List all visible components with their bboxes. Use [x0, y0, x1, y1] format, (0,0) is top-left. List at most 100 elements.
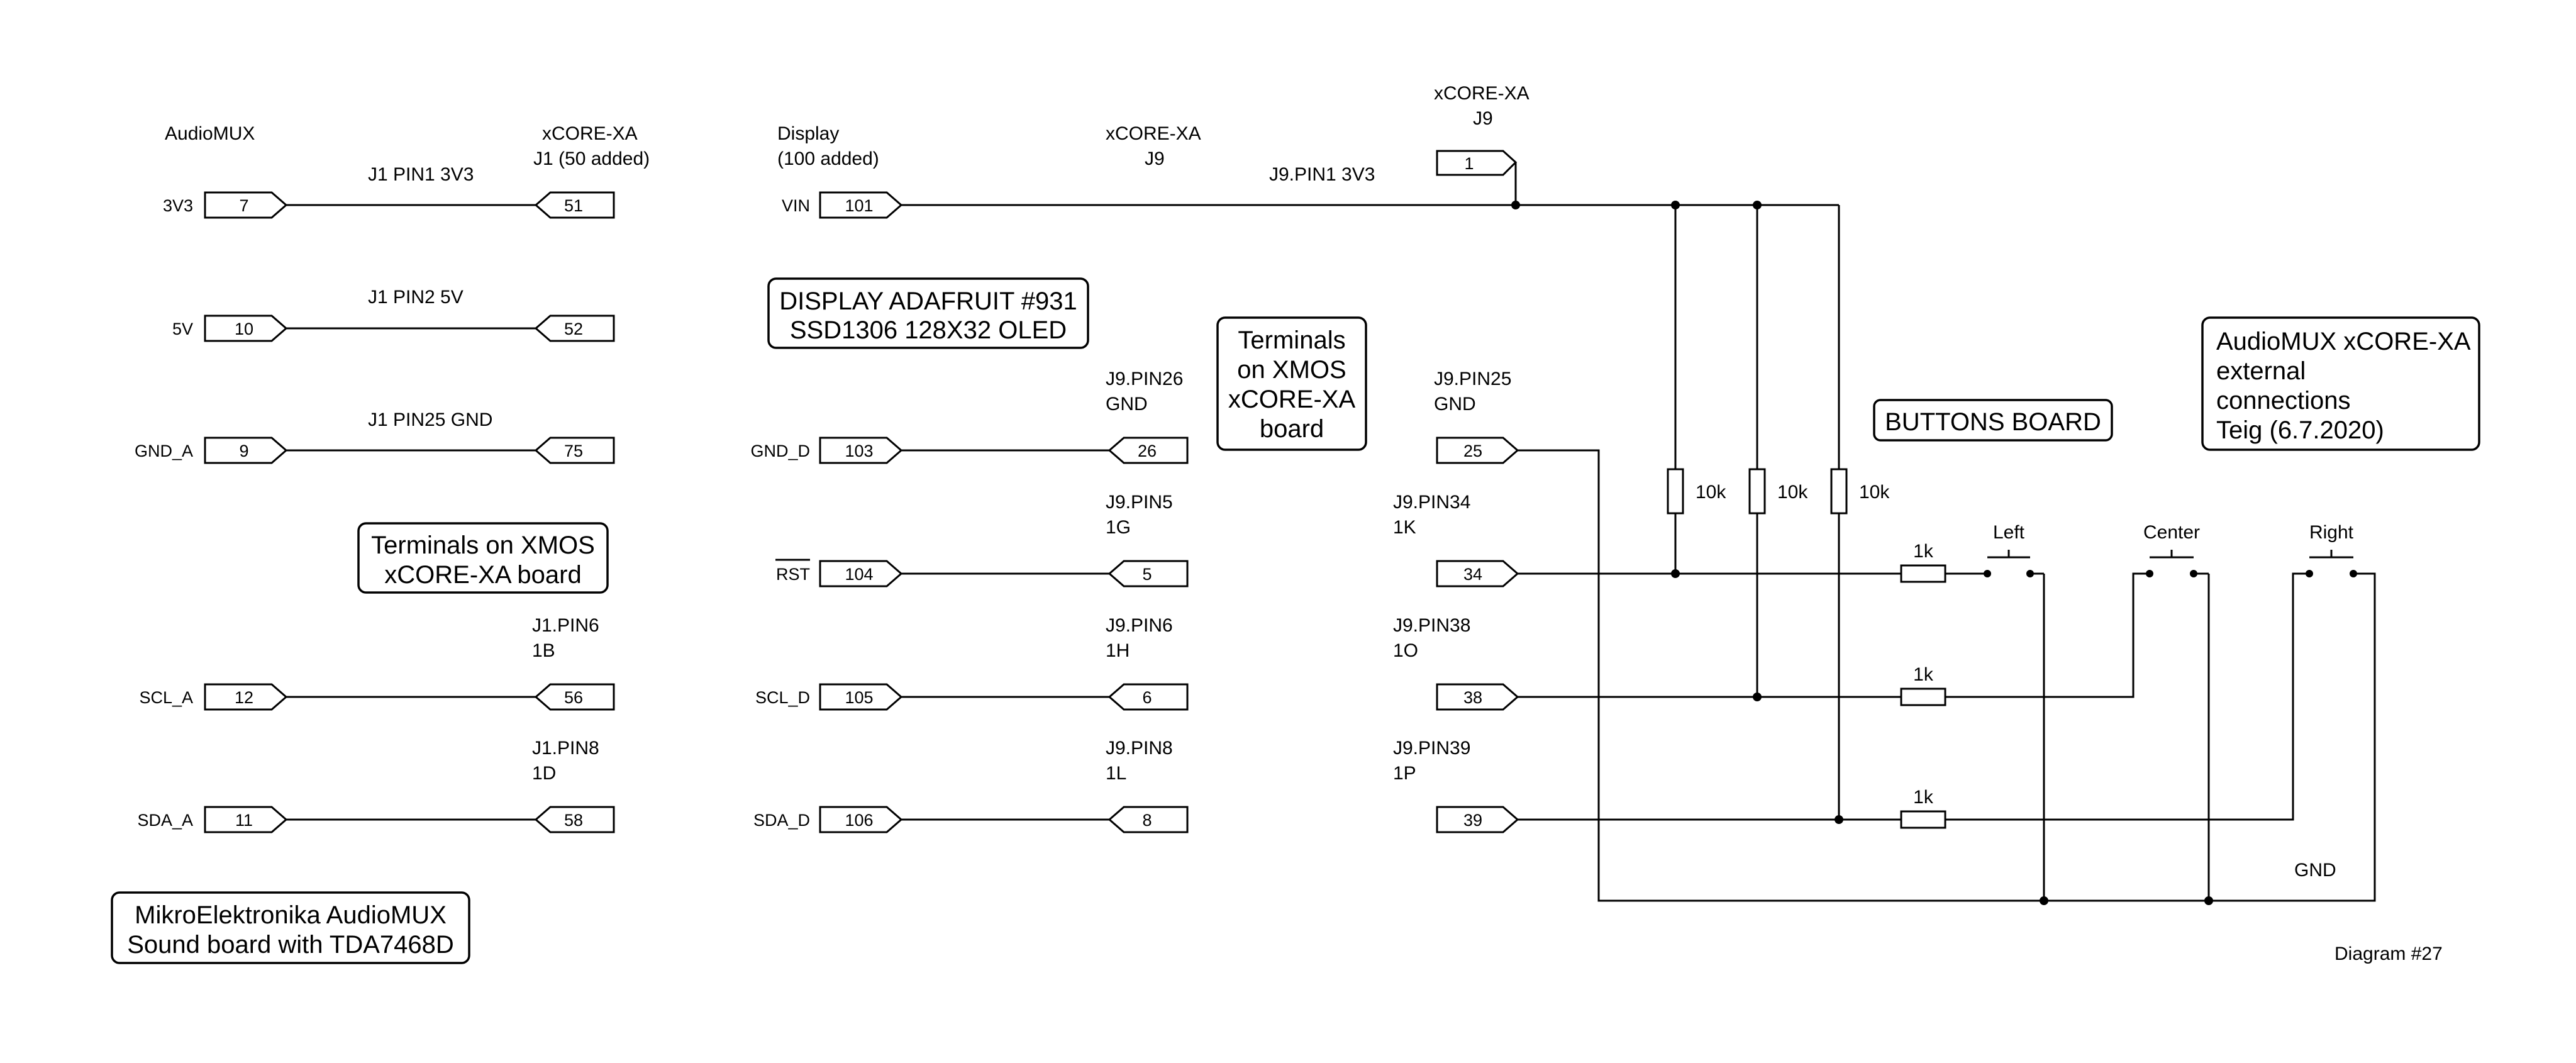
resistor-value: 10k: [1859, 482, 1890, 503]
note-frame: [767, 277, 1089, 349]
junction: [1753, 201, 1762, 209]
pin-number: 8: [1142, 811, 1152, 830]
pin-number: 39: [1463, 811, 1482, 830]
audiomux-row-3v3: 3V3 7 51 J1 PIN1 3V3: [163, 164, 615, 219]
contact: [1984, 570, 1991, 577]
connector: [1436, 683, 1519, 711]
note-frame: [2201, 316, 2480, 451]
wire-label: J9.PIN25: [1434, 369, 1511, 389]
note-line: AudioMUX xCORE-XA: [2216, 328, 2471, 355]
connector-left: [819, 806, 903, 833]
net-label: SDA_D: [753, 811, 810, 830]
audiomux-row-sda-a: SDA_A 11 58 J1.PIN8 1D: [137, 738, 615, 833]
junction: [1671, 569, 1680, 578]
pin-number: 58: [564, 811, 583, 830]
j9-pin-1: 1: [1436, 150, 1518, 205]
pin-number: 26: [1138, 442, 1157, 460]
pin-number: 10: [235, 320, 253, 338]
wire-label: J9.PIN26: [1106, 369, 1183, 389]
connector: [1436, 437, 1519, 464]
net-label: VIN: [782, 196, 810, 215]
gnd-label: GND: [2294, 860, 2336, 881]
note-frame: [1216, 316, 1367, 451]
pin-number: 5: [1142, 565, 1152, 584]
connector: [1436, 150, 1518, 176]
wire-label: J1 PIN1 3V3: [368, 164, 474, 185]
pin-number: 56: [564, 688, 583, 707]
display-subheader: (100 added): [777, 148, 879, 169]
button-label: Left: [1993, 522, 2025, 543]
resistor-body: [1900, 564, 1946, 583]
pin-number: 75: [564, 442, 583, 460]
junction: [1753, 693, 1762, 701]
net-label: SCL_A: [139, 688, 193, 707]
wire-label: J9.PIN5: [1106, 492, 1173, 513]
xcore-j9-header: xCORE-XA: [1106, 123, 1201, 144]
note-line: SSD1306 128X32 OLED: [790, 316, 1067, 344]
note-terminals-left: Terminals on XMOS xCORE-XA board: [357, 522, 609, 594]
note-buttons-board: BUTTONS BOARD: [1873, 399, 2113, 442]
connector-right: [1108, 437, 1189, 464]
display-row-gnd-d: GND_D 103 26 J9.PIN26 GND: [750, 369, 1189, 464]
junction: [1511, 201, 1520, 209]
j9-pin-25: 25 J9.PIN25 GND: [1434, 369, 1519, 464]
wire-label: J9.PIN8: [1106, 738, 1173, 759]
connector-right: [534, 191, 615, 219]
junction: [2040, 896, 2048, 905]
series-resistor-center: 1k: [1900, 664, 1946, 706]
wire-label: J1.PIN6: [532, 615, 599, 636]
net-label: 5V: [172, 320, 193, 338]
button-label: Right: [2309, 522, 2354, 543]
note-line: external: [2216, 357, 2306, 385]
note-line: xCORE-XA: [1228, 386, 1356, 413]
resistor-body: [1900, 687, 1946, 706]
resistor-body: [1667, 468, 1684, 515]
wire-label-sub: 1O: [1393, 640, 1418, 661]
pin-number: 52: [564, 320, 583, 338]
resistor-value: 1k: [1913, 787, 1934, 808]
wire-label-sub: 1K: [1393, 517, 1416, 538]
net-label: GND_A: [135, 442, 193, 460]
pin-number: 34: [1463, 565, 1482, 584]
connector-right: [534, 683, 615, 711]
connector-left: [204, 437, 288, 464]
wire-label: J9.PIN34: [1393, 492, 1470, 513]
j9-pin-39: 39 J9.PIN39 1P: [1393, 738, 1519, 833]
resistor-body: [1900, 810, 1946, 829]
pin-number: 1: [1464, 154, 1474, 173]
resistor-value: 1k: [1913, 541, 1934, 562]
pin-number: 25: [1463, 442, 1482, 460]
note-line: Terminals on XMOS: [371, 532, 595, 559]
net-label: GND_D: [750, 442, 810, 460]
j9-pin-34: 34 J9.PIN34 1K: [1393, 492, 1519, 587]
resistor-value: 1k: [1913, 664, 1934, 685]
note-frame: [357, 522, 609, 594]
pin-number: 7: [239, 196, 248, 215]
connector-left: [204, 191, 288, 219]
wire-label-sub: 1B: [532, 640, 555, 661]
wire-label-sub: 1P: [1393, 763, 1416, 784]
pin-number: 38: [1463, 688, 1482, 707]
connector-left: [819, 683, 903, 711]
resistor-value: 10k: [1696, 482, 1726, 503]
display-header: Display: [777, 123, 839, 144]
pin-number: 101: [845, 196, 873, 215]
connector-left: [819, 437, 903, 464]
wire-label: J9.PIN39: [1393, 738, 1470, 759]
connector-right: [1108, 683, 1189, 711]
wire-to-right-button: [1945, 572, 2309, 821]
note-terminals-right: Terminals on XMOS xCORE-XA board: [1216, 316, 1367, 451]
note-frame: [111, 891, 470, 964]
pin-number: 103: [845, 442, 873, 460]
wire-label: J1 PIN2 5V: [368, 287, 464, 308]
pullup-resistor-2: 10k: [1748, 468, 1808, 515]
pullup-resistor-3: 10k: [1830, 468, 1890, 515]
wire-label: J9.PIN6: [1106, 615, 1173, 636]
j9-pin-38: 38 J9.PIN38 1O: [1393, 615, 1519, 711]
connector-right: [1108, 560, 1189, 587]
button-center: Center: [2143, 522, 2200, 577]
wire-label-sub: 1H: [1106, 640, 1130, 661]
connector-right: [534, 806, 615, 833]
note-info: AudioMUX xCORE-XA external connections T…: [2201, 316, 2480, 451]
